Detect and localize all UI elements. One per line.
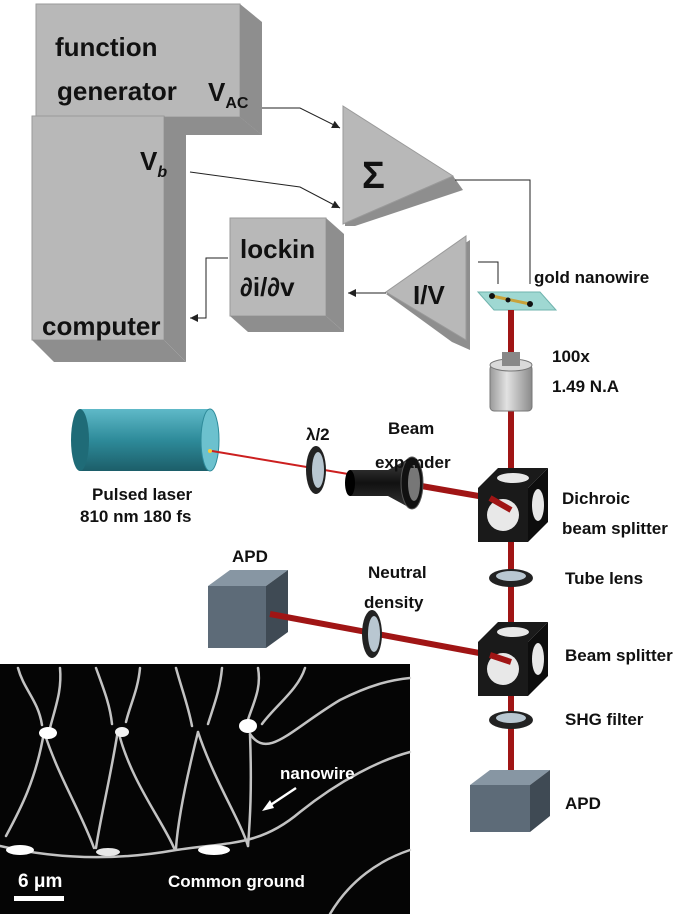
function-generator-label-line1: function bbox=[55, 32, 158, 62]
summing-amplifier: Σ bbox=[342, 105, 463, 226]
lockin-block: lockin ∂i/∂v bbox=[229, 217, 344, 332]
pulsed-laser bbox=[71, 408, 220, 472]
scale-label: 6 μm bbox=[18, 871, 62, 892]
beam-expander bbox=[345, 456, 424, 510]
tube-lens-label: Tube lens bbox=[565, 569, 643, 588]
nanowire-annotation: nanowire bbox=[280, 764, 355, 783]
objective-label-line1: 100x bbox=[552, 347, 590, 366]
laser-beam bbox=[211, 450, 361, 477]
lockin-label-line2: ∂i/∂v bbox=[240, 272, 295, 302]
vb-label-main: V bbox=[140, 146, 158, 176]
nd-label-line1: Neutral bbox=[368, 563, 427, 582]
dichroic-label-line1: Dichroic bbox=[562, 489, 630, 508]
dichroic-beam-splitter bbox=[478, 468, 548, 542]
scale-bar bbox=[14, 896, 64, 901]
laser-label-line1: Pulsed laser bbox=[92, 485, 193, 504]
half-wave-plate-label: λ/2 bbox=[306, 425, 330, 444]
vac-label-main: V bbox=[208, 77, 226, 107]
nd-label-line2: density bbox=[364, 593, 424, 612]
lockin-label-line1: lockin bbox=[240, 234, 315, 264]
iv-label: I/V bbox=[413, 280, 445, 310]
beam-expander-label-line2: expander bbox=[375, 453, 451, 472]
dichroic-label-line2: beam splitter bbox=[562, 519, 668, 538]
laser-label-line2: 810 nm 180 fs bbox=[80, 507, 192, 526]
side-apd bbox=[208, 570, 288, 648]
shg-filter bbox=[489, 711, 533, 729]
common-ground-label: Common ground bbox=[168, 872, 305, 891]
side-apd-label: APD bbox=[232, 547, 268, 566]
vac-label-sub: AC bbox=[225, 95, 249, 112]
bottom-apd-label: APD bbox=[565, 794, 601, 813]
half-wave-plate bbox=[306, 446, 326, 494]
computer-block: Vb computer bbox=[31, 115, 186, 362]
beam-expander-label-line1: Beam bbox=[388, 419, 434, 438]
sigma-symbol: Σ bbox=[362, 155, 385, 197]
gold-nanowire-label: gold nanowire bbox=[534, 268, 649, 287]
objective-lens bbox=[489, 352, 533, 412]
computer-label: computer bbox=[42, 311, 160, 341]
neutral-density-filter bbox=[362, 610, 382, 658]
vac-label: VAC bbox=[208, 77, 249, 112]
objective-label-line2: 1.49 N.A bbox=[552, 377, 619, 396]
beam-splitter bbox=[478, 622, 548, 696]
bottom-apd bbox=[470, 770, 550, 832]
iv-converter: I/V bbox=[385, 235, 470, 350]
vb-label: Vb bbox=[140, 146, 167, 181]
gold-nanowire-sample bbox=[476, 291, 558, 311]
signal-wires bbox=[189, 107, 531, 322]
nanowire-micrograph: nanowire 6 μm Common ground bbox=[0, 664, 412, 916]
function-generator-block: function generator VAC bbox=[35, 3, 262, 135]
vb-label-sub: b bbox=[157, 164, 167, 181]
shg-filter-label: SHG filter bbox=[565, 710, 644, 729]
function-generator-label-line2: generator bbox=[57, 76, 177, 106]
beam-splitter-label: Beam splitter bbox=[565, 646, 673, 665]
tube-lens bbox=[489, 569, 533, 587]
